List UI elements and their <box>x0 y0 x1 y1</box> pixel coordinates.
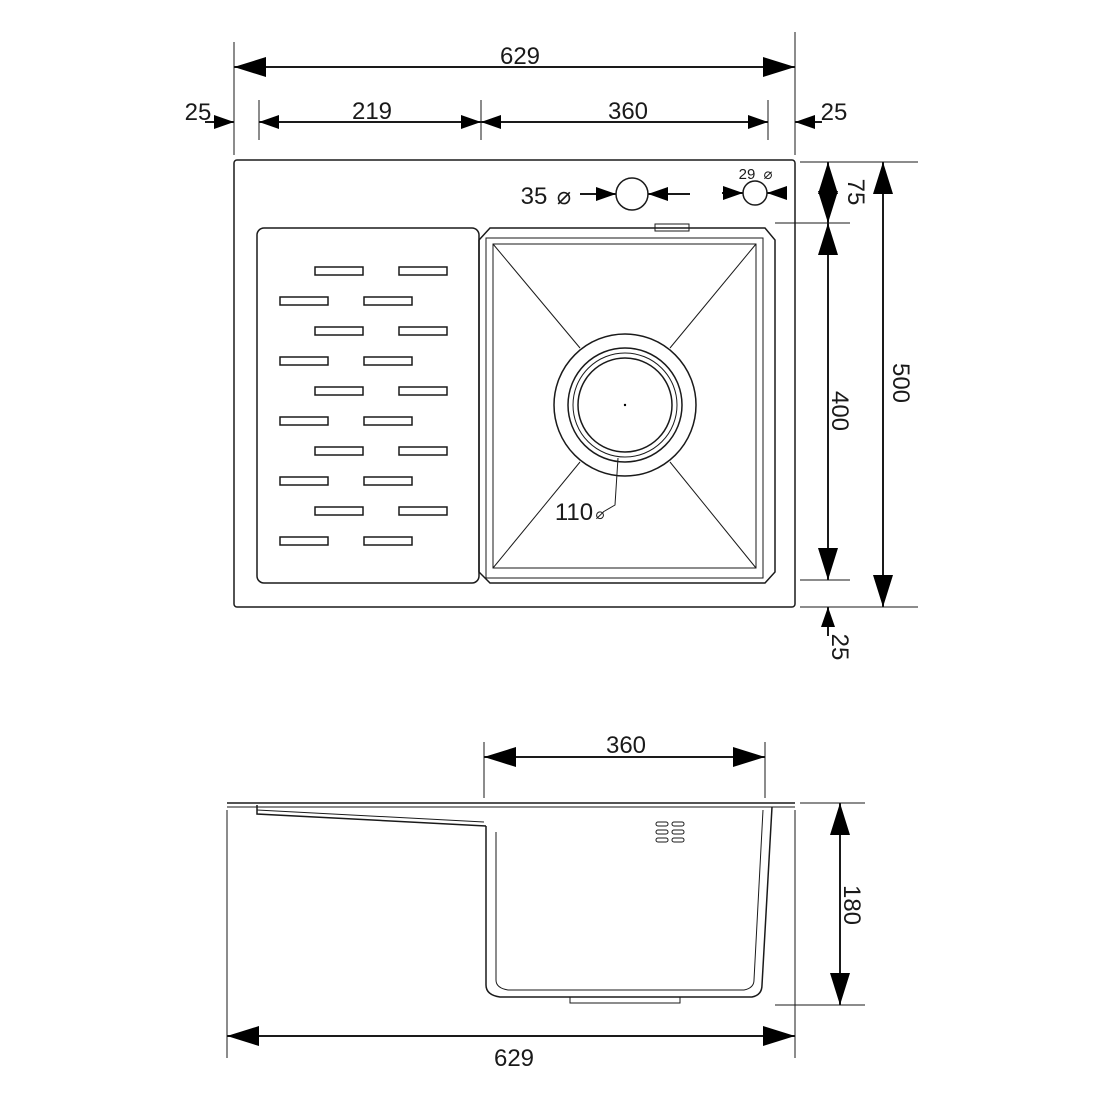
dimension-side-overall-width-label: 629 <box>494 1045 534 1072</box>
dimension-right-margin: 25 <box>795 99 848 129</box>
dimension-drainboard-width-label: 219 <box>352 98 392 125</box>
overflow-grille <box>655 821 685 843</box>
drain-diameter-symbol: ⌀ <box>595 506 604 523</box>
drainboard-slot <box>314 266 364 276</box>
side-extension-lines <box>226 742 865 1058</box>
dimension-bowl-width-label: 360 <box>608 98 648 125</box>
drainboard-slot <box>398 446 448 456</box>
dimension-bowl-depth: 400 <box>818 223 853 580</box>
dimension-left-margin: 25 <box>185 99 234 129</box>
drainboard-slot <box>279 416 329 426</box>
drainboard-slot <box>363 356 413 366</box>
drainboard <box>256 227 480 584</box>
drainboard-slot <box>398 266 448 276</box>
dimension-bowl-height-label: 180 <box>838 885 865 925</box>
drainboard-slot <box>314 386 364 396</box>
drainboard-slot <box>279 356 329 366</box>
side-view: 360 180 6 <box>226 732 865 1072</box>
drainboard-slot <box>314 506 364 516</box>
drainboard-slots <box>279 266 448 546</box>
drain: 110 ⌀ <box>553 333 697 526</box>
sink-outline <box>233 159 796 608</box>
dimension-bowl-height: 180 <box>830 803 865 1005</box>
dimension-bowl-depth-label: 400 <box>826 391 853 431</box>
dimension-overall-depth-label: 500 <box>887 363 914 403</box>
drainboard-slot <box>398 506 448 516</box>
drainboard-slot <box>398 326 448 336</box>
dimension-top-offset: 75 <box>818 162 869 223</box>
drainboard-slot <box>398 386 448 396</box>
drainboard-slot <box>314 446 364 456</box>
drainboard-slot <box>279 476 329 486</box>
faucet-hole: 35 ⌀ <box>521 177 690 211</box>
faucet-hole-diameter-symbol: ⌀ <box>557 183 571 210</box>
drainboard-slot <box>279 536 329 546</box>
drainboard-slot <box>363 416 413 426</box>
dimension-bowl-width: 360 <box>481 98 768 129</box>
dimension-side-bowl-width-label: 360 <box>606 732 646 759</box>
dimension-bottom-margin-label: 25 <box>826 634 853 661</box>
dimension-left-margin-label: 25 <box>185 99 212 126</box>
dimension-overall-depth: 500 <box>873 162 914 607</box>
dimension-side-overall-width: 629 <box>227 1026 795 1072</box>
second-hole: 29 ⌀ <box>722 166 787 206</box>
dimension-right-margin-label: 25 <box>821 99 848 126</box>
top-view: 629 25 219 360 25 <box>185 32 918 660</box>
dimension-drainboard-width: 219 <box>259 98 481 129</box>
dimension-bottom-margin: 25 <box>821 607 853 661</box>
dimension-overall-width-label: 629 <box>500 43 540 70</box>
drainboard-slot <box>314 326 364 336</box>
dimension-top-offset-label: 75 <box>842 179 869 206</box>
dimension-side-bowl-width: 360 <box>484 732 765 767</box>
drainboard-slot <box>279 296 329 306</box>
sink-profile <box>227 802 795 1004</box>
drainboard-slot <box>363 536 413 546</box>
drainboard-slot <box>363 476 413 486</box>
faucet-hole-label: 35 <box>521 183 548 210</box>
drain-diameter-label: 110 <box>555 499 593 526</box>
drainboard-slot <box>363 296 413 306</box>
dimension-overall-width: 629 <box>234 43 795 77</box>
bowl <box>478 223 776 584</box>
second-hole-label: 29 <box>739 166 756 183</box>
second-hole-diameter-symbol: ⌀ <box>763 166 772 183</box>
